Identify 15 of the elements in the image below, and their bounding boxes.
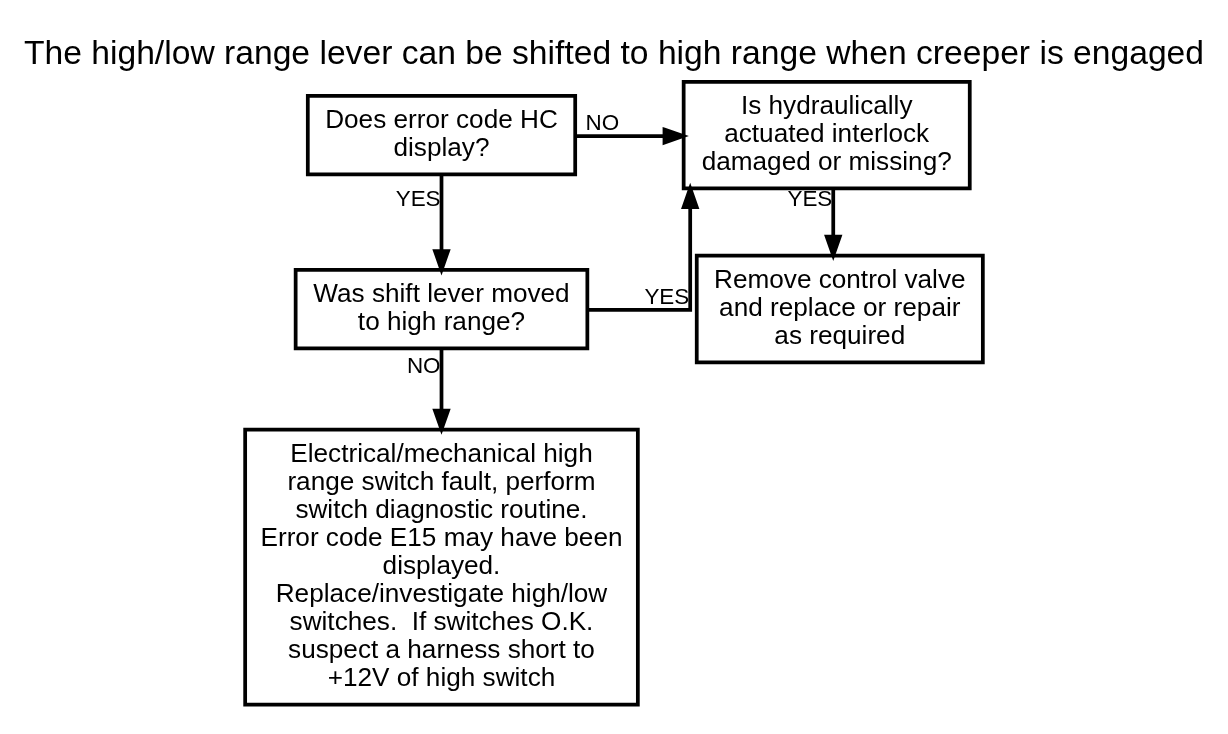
diagram-title: The high/low range lever can be shifted to high range when creeper is engaged [23, 33, 1205, 71]
edge-label: YES [395, 186, 441, 212]
node-box: Was shift lever moved to high range? [293, 267, 590, 351]
arrow [575, 126, 689, 146]
node-box: Electrical/mechanical high range switch fault, perform switch diagnostic routine. Error code E15 may have been displayed. Replace/investigate high/low switches. If switches O.K. suspect a harness short to +12V of high switch [243, 427, 640, 707]
node-box: Does error code HC display? [305, 94, 578, 177]
node-box: Is hydraulically actuated interlock damaged or missing? [681, 79, 972, 191]
arrow [587, 182, 700, 312]
edge-label: NO [585, 109, 620, 135]
node-box: Remove control valve and replace or repair as required [694, 253, 985, 365]
arrow [824, 188, 843, 261]
arrow [432, 348, 451, 435]
edge-label: YES [644, 283, 690, 309]
edge-label: NO [406, 353, 441, 379]
arrow [432, 174, 451, 276]
